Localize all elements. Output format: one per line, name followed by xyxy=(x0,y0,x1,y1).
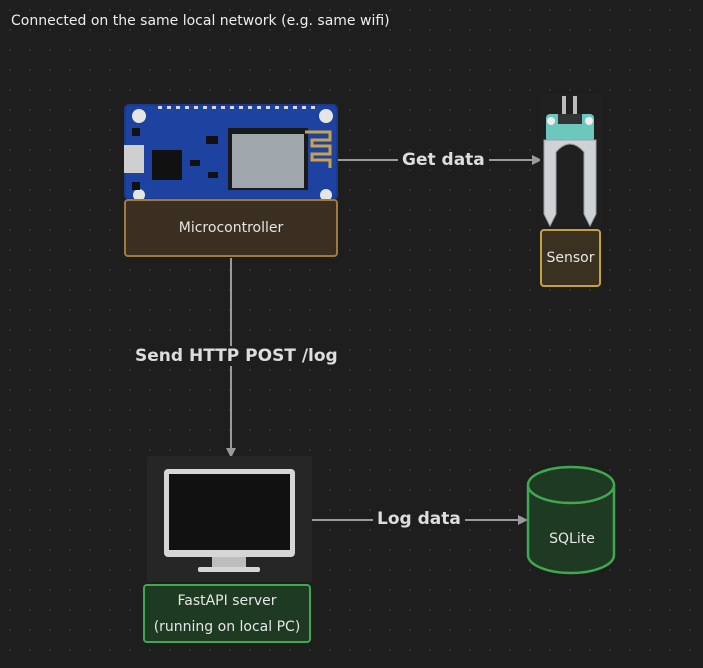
microcontroller-node: Microcontroller xyxy=(124,199,338,257)
diagram-title: Connected on the same local network (e.g… xyxy=(11,13,390,29)
edge-label-send-post: Send HTTP POST /log xyxy=(131,346,342,366)
monitor-icon xyxy=(147,456,312,582)
server-label-line2: (running on local PC) xyxy=(153,618,301,635)
server-label-line1: FastAPI server xyxy=(177,592,277,609)
soil-moisture-sensor-icon xyxy=(540,94,602,228)
fastapi-server-node: FastAPI server (running on local PC) xyxy=(143,584,311,643)
edge-label-log-data: Log data xyxy=(373,509,465,529)
esp8266-board-icon xyxy=(124,104,338,201)
edge-label-get-data: Get data xyxy=(398,150,489,170)
sensor-node: Sensor xyxy=(540,229,601,287)
database-cylinder-icon xyxy=(526,465,616,575)
sqlite-node-label: SQLite xyxy=(549,531,595,547)
